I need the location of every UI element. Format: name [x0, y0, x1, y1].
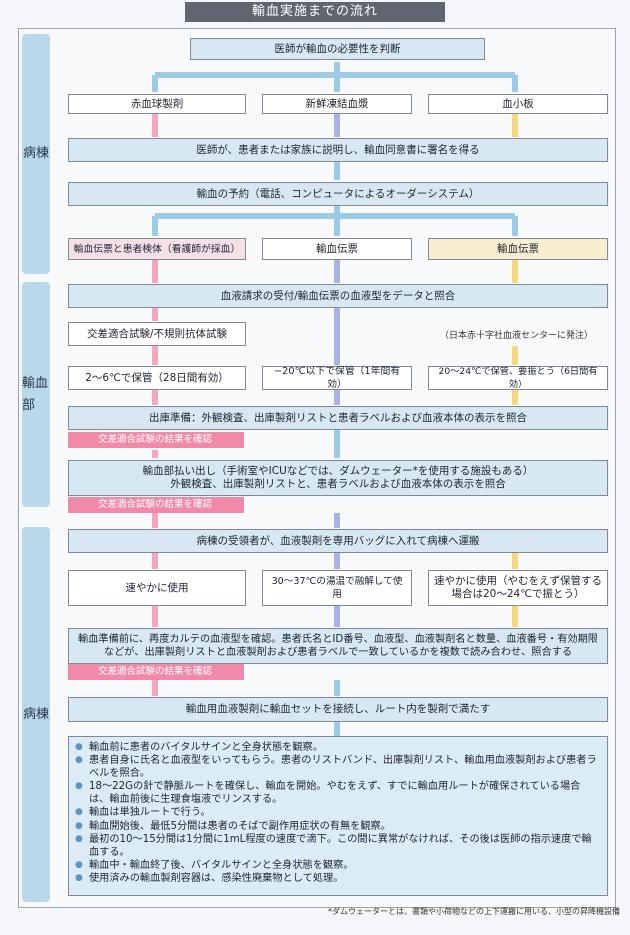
observation-list: 輸血前に患者のバイタルサインと全身状態を観察。患者自身に氏名と血液型をいってもら…	[75, 741, 599, 885]
product-platelet: 血小板	[428, 94, 608, 114]
storage-plasma: −20℃以下で保管（1年間有効）	[262, 366, 412, 390]
list-item: 最初の10～15分間は1分間に1mL程度の速度で滴下。この間に異常がなければ、そ…	[75, 833, 599, 859]
pickup-line-1: 輸血部払い出し（手術室やICUなどでは、ダムウェーター*を使用する施設もある）	[142, 465, 534, 477]
list-item: 輸血は単独ルートで行う。	[75, 806, 599, 819]
crossmatch-confirm-1: 交差適合試験の結果を確認	[68, 432, 244, 448]
section-label-blood-dept: 輸血部	[22, 282, 50, 507]
list-item: 使用済みの輸血製剤容器は、感染性廃棄物として処理。	[75, 872, 599, 885]
use-platelet: 速やかに使用（やむをえず保管する場合は20～24℃で振とう）	[428, 570, 608, 606]
step-pickup: 輸血部払い出し（手術室やICUなどでは、ダムウェーター*を使用する施設もある） …	[68, 460, 608, 496]
step-transport: 病棟の受領者が、血液製剤を専用バッグに入れて病棟へ運搬	[68, 529, 608, 553]
crossmatch-confirm-2: 交差適合試験の結果を確認	[68, 497, 244, 513]
footnote: *ダムウェーターとは、書類や小荷物などの上下運搬に用いる、小型の昇降機設備	[328, 907, 620, 916]
use-red-cell: 速やかに使用	[68, 570, 246, 606]
step-pretransfusion-check: 輸血準備前に、再度カルテの血液型を確認。患者氏名とID番号、血液型、血液製剤名と…	[68, 628, 608, 664]
storage-platelet: 20～24℃で保管、要振とう（6日間有効）	[428, 366, 608, 390]
slip-plasma: 輸血伝票	[262, 238, 412, 260]
step-crossmatch: 交差適合試験/不規則抗体試験	[68, 322, 246, 346]
step-consent: 医師が、患者または家族に説明し、輸血同意書に署名を得る	[68, 138, 608, 162]
page-title: 輸血実施までの流れ	[185, 2, 445, 22]
pickup-line-2: 外観検査、出庫製剤リストと、患者ラベルおよび血液本体の表示を照合	[170, 478, 506, 490]
slip-platelet: 輸血伝票	[428, 238, 608, 260]
product-plasma: 新鮮凍結血漿	[262, 94, 412, 114]
step-receive: 血液請求の受付/輸血伝票の血液型をデータと照合	[68, 284, 608, 308]
observation-notes: 輸血前に患者のバイタルサインと全身状態を観察。患者自身に氏名と血液型をいってもら…	[68, 736, 608, 896]
step-dispatch-prep: 出庫準備：外観検査、出庫製剤リストと患者ラベルおよび血液本体の表示を照合	[68, 406, 608, 430]
section-label-ward-top: 病棟	[22, 34, 50, 274]
step-reservation: 輸血の予約（電話、コンピュータによるオーダーシステム）	[68, 182, 608, 206]
crossmatch-confirm-3: 交差適合試験の結果を確認	[68, 664, 244, 680]
list-item: 輸血前に患者のバイタルサインと全身状態を観察。	[75, 741, 599, 754]
use-plasma: 30～37℃の湯温で融解して使用	[262, 570, 412, 606]
list-item: 患者自身に氏名と血液型をいってもらう。患者のリストバンド、出庫製剤リスト、輸血用…	[75, 754, 599, 780]
product-red-cell: 赤血球製剤	[68, 94, 246, 114]
red-cross-order-note: （日本赤十字社血液センターに発注）	[440, 331, 594, 341]
slip-with-sample: 輸血伝票と患者検体（看護師が採血）	[68, 238, 246, 260]
list-item: 輸血開始後、最低5分間は患者のそばで副作用症状の有無を観察。	[75, 820, 599, 833]
section-label-ward-bottom: 病棟	[22, 527, 50, 902]
step-judge: 医師が輸血の必要性を判断	[190, 38, 485, 60]
step-connect-set: 輸血用血液製剤に輸血セットを接続し、ルート内を製剤で満たす	[68, 697, 608, 722]
storage-red-cell: 2～6℃で保管（28日間有効）	[68, 366, 246, 390]
list-item: 18～22Gの針で静脈ルートを確保し、輸血を開始。やむをえず、すでに輸血用ルート…	[75, 780, 599, 806]
list-item: 輸血中・輸血終了後、バイタルサインと全身状態を観察。	[75, 859, 599, 872]
